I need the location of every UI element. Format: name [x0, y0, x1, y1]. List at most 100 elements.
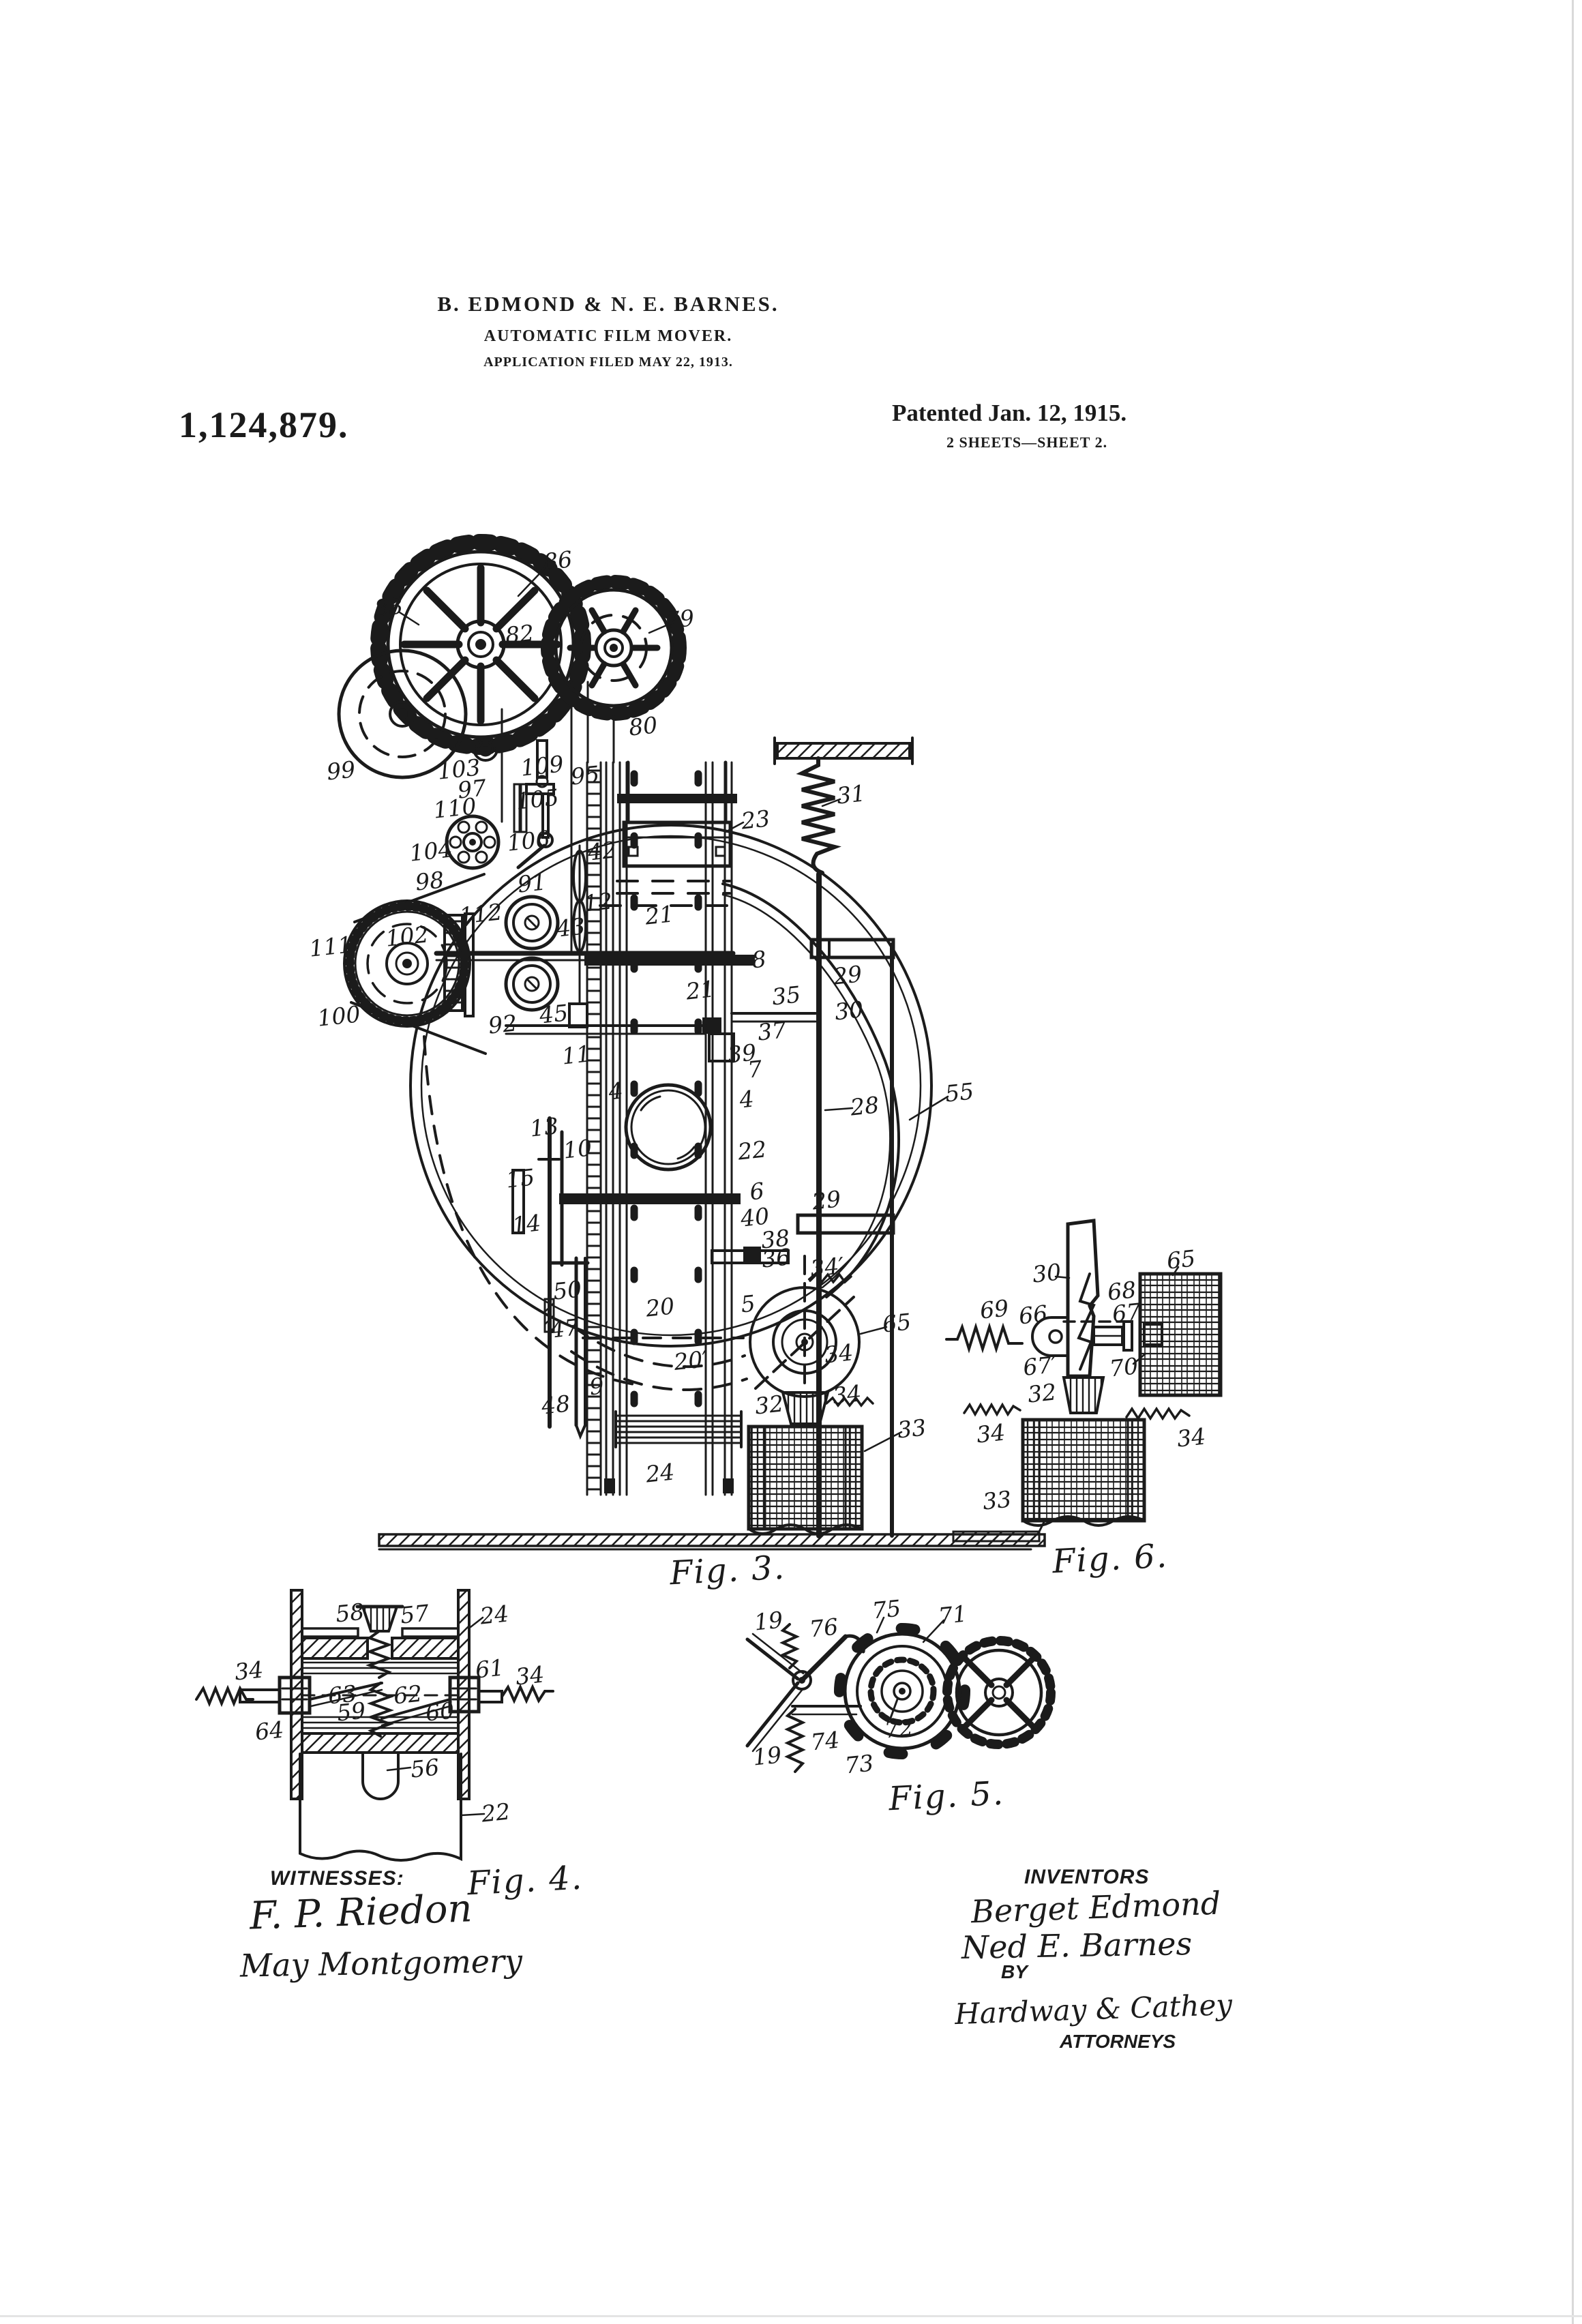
- ref-numeral-98: 98: [414, 866, 445, 896]
- ref-numeral-34: 34: [514, 1660, 546, 1690]
- ref-numeral-74: 74: [809, 1726, 841, 1756]
- ref-numeral-34: 34: [975, 1418, 1006, 1448]
- ref-numeral-92: 92: [487, 1009, 518, 1039]
- ref-numeral-106: 106: [505, 825, 552, 856]
- ref-numeral-22: 22: [480, 1798, 511, 1828]
- ref-numeral-105: 105: [514, 784, 561, 815]
- fig5-ratchet-detail: [745, 1623, 1056, 1773]
- ref-numeral-50: 50: [552, 1275, 583, 1305]
- ref-numeral-56: 56: [409, 1753, 441, 1783]
- fig4-caption: Fig. 4.: [466, 1858, 584, 1903]
- attorneys-label: ATTORNEYS: [1060, 2031, 1176, 2052]
- sheets-line: 2 SHEETS—SHEET 2.: [946, 434, 1108, 451]
- patent-number: 1,124,879.: [179, 404, 349, 445]
- ref-numeral-59: 59: [335, 1697, 367, 1727]
- ref-numeral-28: 28: [849, 1091, 880, 1121]
- ref-numeral-109: 109: [519, 750, 565, 781]
- ref-numeral-72: 72: [883, 1714, 914, 1744]
- ref-numeral-58: 58: [334, 1598, 365, 1628]
- ref-numeral-29: 29: [832, 960, 863, 990]
- ref-numeral-34: 34: [1176, 1422, 1207, 1452]
- fig3-right-frame: [721, 736, 914, 1538]
- ref-numeral-32: 32: [753, 1390, 785, 1420]
- ref-numeral-55: 55: [944, 1077, 975, 1107]
- ref-numeral-34: 34: [823, 1339, 854, 1369]
- patented-date-line: Patented Jan. 12, 1915.: [892, 400, 1127, 426]
- inventor-signature-2: Ned E. Barnes: [961, 1925, 1193, 1966]
- ref-numeral-34′: 34′: [809, 1252, 846, 1282]
- fig3-film-track: [423, 760, 817, 1496]
- ref-numeral-30: 30: [1031, 1258, 1062, 1288]
- inventors-heading: INVENTORS: [1024, 1866, 1150, 1888]
- ref-numeral-15: 15: [505, 1163, 536, 1193]
- ref-numeral-37: 37: [756, 1016, 788, 1046]
- ref-numeral-24: 24: [479, 1600, 510, 1630]
- ref-numeral-43: 43: [555, 912, 586, 942]
- ref-numeral-111: 111: [308, 931, 354, 962]
- ref-numeral-11: 11: [561, 1040, 592, 1070]
- scan-edge-bottom: [0, 2315, 1582, 2317]
- fig3-gear-train: [337, 534, 687, 1055]
- ref-numeral-10: 10: [562, 1134, 593, 1164]
- ref-numeral-5: 5: [739, 1290, 757, 1318]
- ref-numeral-9: 9: [588, 1372, 606, 1401]
- fig5-caption: Fig. 5.: [887, 1774, 1006, 1819]
- ref-numeral-75: 75: [871, 1594, 902, 1624]
- fig6-detail: [945, 1219, 1223, 1543]
- ref-numeral-32: 32: [1026, 1378, 1058, 1408]
- ref-numeral-64: 64: [254, 1716, 285, 1746]
- ref-numeral-82: 82: [504, 619, 535, 649]
- ref-numeral-36: 36: [760, 1243, 792, 1273]
- witness-signature-1: F. P. Riedon: [248, 1886, 473, 1939]
- ref-numeral-6: 6: [748, 1177, 766, 1206]
- ref-numeral-12: 12: [582, 887, 614, 917]
- ref-numeral-42: 42: [586, 836, 618, 866]
- reference-leader-lines: [386, 566, 1180, 1817]
- header-inventor-names: B. EDMOND & N. E. BARNES.: [437, 292, 779, 316]
- ref-numeral-19: 19: [751, 1741, 783, 1771]
- ref-numeral-104: 104: [408, 835, 454, 867]
- ref-numeral-7: 7: [746, 1055, 764, 1084]
- ref-numeral-23: 23: [740, 805, 771, 835]
- ref-numeral-83: 83: [373, 592, 404, 622]
- ref-numeral-62: 62: [392, 1680, 423, 1710]
- ref-numeral-67′: 67′: [1021, 1351, 1058, 1381]
- ref-numeral-14: 14: [511, 1209, 542, 1239]
- ref-numeral-112: 112: [458, 898, 504, 929]
- scan-edge-right: [1572, 0, 1574, 2324]
- ref-numeral-65: 65: [1165, 1245, 1197, 1275]
- fig4-gate-section: [195, 1589, 554, 1862]
- ref-numeral-110: 110: [432, 792, 478, 824]
- ref-numeral-100: 100: [316, 1000, 362, 1032]
- ref-numeral-69: 69: [979, 1294, 1010, 1324]
- ref-numeral-45: 45: [538, 999, 569, 1029]
- ref-numeral-33: 33: [896, 1414, 927, 1444]
- ref-numeral-67: 67: [1111, 1298, 1142, 1328]
- by-label: BY: [1001, 1961, 1028, 1982]
- ref-numeral-95: 95: [569, 760, 601, 790]
- ref-numeral-66: 66: [1017, 1300, 1049, 1330]
- ref-numeral-4: 4: [607, 1077, 625, 1105]
- ref-numeral-102: 102: [384, 921, 430, 952]
- ref-numeral-34: 34: [233, 1656, 265, 1686]
- ref-numeral-21: 21: [685, 975, 716, 1005]
- ref-numeral-8: 8: [750, 945, 768, 974]
- ref-numeral-86: 86: [542, 546, 573, 576]
- ref-numeral-57: 57: [399, 1599, 430, 1629]
- ref-numeral-80: 80: [627, 711, 659, 741]
- ref-numeral-91: 91: [516, 868, 548, 898]
- fig3-left-levers: [511, 1116, 590, 1440]
- ref-numeral-61: 61: [474, 1654, 505, 1684]
- ref-numeral-65: 65: [881, 1308, 912, 1338]
- ref-numeral-20: 20: [644, 1292, 676, 1322]
- ref-numeral-79: 79: [664, 604, 696, 634]
- ref-numeral-60: 60: [424, 1697, 456, 1727]
- ref-numeral-21: 21: [644, 900, 675, 930]
- fig3-flywheel: [409, 824, 933, 1347]
- header-invention-title: AUTOMATIC FILM MOVER.: [483, 327, 733, 345]
- ref-numeral-29: 29: [811, 1185, 842, 1215]
- fig3-caption: Fig. 3.: [668, 1548, 787, 1593]
- fig6-caption: Fig. 6.: [1051, 1536, 1169, 1581]
